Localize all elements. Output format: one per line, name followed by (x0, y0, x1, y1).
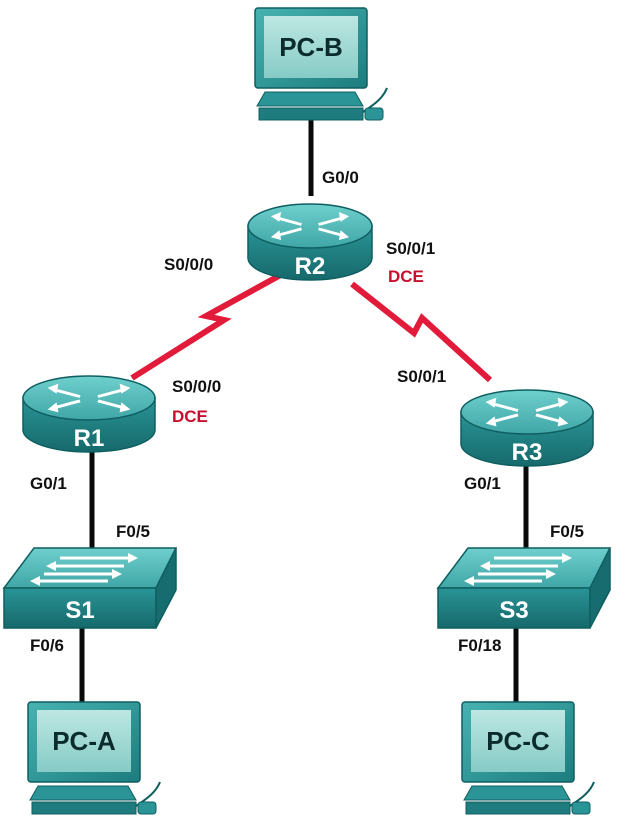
switch-icon (2, 547, 178, 629)
s3-f05-label: F0/5 (550, 522, 584, 541)
link-r2-r3-serial (350, 281, 493, 383)
interface-labels: G0/0 S0/0/0 S0/0/1 DCE S0/0/0 DCE S0/0/1… (30, 168, 584, 655)
device-label: R3 (512, 439, 543, 466)
r2-s000-label: S0/0/0 (164, 255, 213, 274)
s1-f06-label: F0/6 (30, 636, 64, 655)
pc-b-device[interactable]: PC-B (254, 7, 388, 121)
r1-s000-label: S0/0/0 (172, 377, 221, 396)
links (79, 118, 529, 704)
s3-f018-label: F0/18 (458, 636, 501, 655)
device-label: PC-C (486, 726, 550, 756)
pc-c-device[interactable]: PC-C (461, 701, 595, 815)
r2-s001-label: S0/0/1 (386, 239, 435, 258)
device-label: PC-B (279, 32, 343, 62)
r2-device[interactable]: R2 (247, 203, 373, 281)
s3-device[interactable]: S3 (436, 547, 612, 629)
pc-a-device[interactable]: PC-A (27, 701, 161, 815)
r2-g00-label: G0/0 (322, 168, 359, 187)
link-r1-r2-serial (130, 269, 288, 381)
r1-dce-label: DCE (172, 407, 208, 426)
pc-icon (254, 7, 388, 121)
switch-icon (436, 547, 612, 629)
pc-icon (461, 701, 595, 815)
r3-g01-label: G0/1 (464, 474, 501, 493)
device-label: S3 (499, 597, 528, 624)
pc-icon (27, 701, 161, 815)
device-label: PC-A (52, 726, 116, 756)
s1-f05-label: F0/5 (116, 522, 150, 541)
device-label: R2 (295, 253, 326, 280)
router-icon (247, 203, 373, 281)
r2-dce-label: DCE (388, 267, 424, 286)
r1-g01-label: G0/1 (30, 474, 67, 493)
device-label: R1 (74, 425, 105, 452)
r1-device[interactable]: R1 (22, 375, 156, 453)
device-label: S1 (65, 597, 94, 624)
r3-s001-label: S0/0/1 (397, 367, 446, 386)
router-icon (22, 375, 156, 453)
r3-device[interactable]: R3 (460, 389, 594, 467)
s1-device[interactable]: S1 (2, 547, 178, 629)
router-icon (460, 389, 594, 467)
